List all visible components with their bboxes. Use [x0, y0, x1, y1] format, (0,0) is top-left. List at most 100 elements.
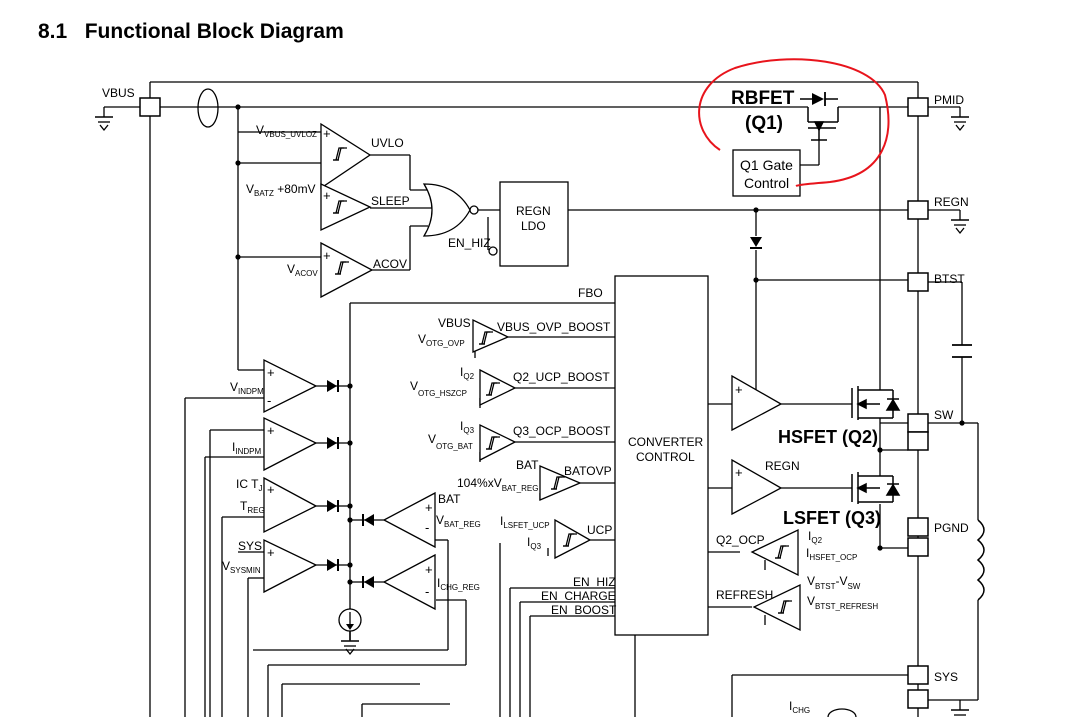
svg-text:VBTST_REFRESH: VBTST_REFRESH — [807, 594, 878, 611]
pmid-pin-box — [907, 97, 929, 117]
diode-ichg-icon — [362, 575, 375, 589]
q1-gate-control-block — [732, 149, 801, 197]
svg-text:EN_HIZ: EN_HIZ — [448, 236, 491, 250]
svg-text:Q2_UCP_BOOST: Q2_UCP_BOOST — [513, 370, 610, 384]
svg-text:+: + — [267, 482, 275, 497]
svg-text:VBUS: VBUS — [438, 316, 471, 330]
svg-text:ICHG_REG: ICHG_REG — [437, 576, 480, 592]
vindpm-amplifier — [263, 358, 318, 414]
svg-text:+: + — [267, 365, 275, 380]
svg-text:VBAT_REG: VBAT_REG — [436, 513, 481, 529]
wiring — [104, 81, 979, 717]
current-source-icon — [338, 608, 362, 655]
block-labels: RBFET (Q1) Q1 Gate Control REGN LDO CONV… — [516, 88, 881, 528]
svg-text:+: + — [735, 382, 743, 397]
btst-capacitor-icon — [952, 344, 972, 358]
svg-text:VOTG_BAT: VOTG_BAT — [428, 432, 473, 451]
converter-label-2: CONTROL — [636, 450, 695, 464]
pin-label-sw: SW — [934, 408, 954, 422]
q3-ocp-comparator — [479, 423, 517, 462]
svg-text:-: - — [425, 520, 429, 535]
diode-vindpm-icon — [326, 379, 339, 393]
pin-label-btst: BTST — [934, 272, 965, 286]
pin-label-pgnd: PGND — [934, 521, 969, 535]
svg-text:BATOVP: BATOVP — [564, 464, 612, 478]
hsfet-mosfet-icon — [851, 386, 901, 420]
svg-text:REFRESH: REFRESH — [716, 588, 773, 602]
svg-text:REGN: REGN — [765, 459, 800, 473]
diode-treg-icon — [326, 499, 339, 513]
inductor-icon — [976, 519, 985, 601]
pin-label-pmid: PMID — [934, 93, 964, 107]
nor-gate — [422, 183, 498, 256]
svg-text:UCP: UCP — [587, 523, 612, 537]
svg-text:104%xVBAT_REG: 104%xVBAT_REG — [457, 476, 538, 493]
svg-text:VSYSMIN: VSYSMIN — [222, 559, 261, 575]
pin-label-regn: REGN — [934, 195, 969, 209]
lsfet-mosfet-icon — [851, 472, 901, 504]
svg-text:ACOV: ACOV — [373, 257, 407, 271]
ucp-comparator — [554, 518, 592, 560]
refresh-comparator — [752, 583, 801, 632]
svg-text:+: + — [323, 248, 331, 263]
svg-text:+: + — [425, 562, 433, 577]
regn-ldo-label-1: REGN — [516, 204, 551, 218]
converter-control-block — [614, 275, 709, 636]
svg-text:UVLO: UVLO — [371, 136, 404, 150]
svg-text:IQ3: IQ3 — [527, 535, 542, 551]
polarity-marks: + + + + - + + + + - + - + + — [267, 126, 743, 599]
pgnd-pin-box-1 — [907, 517, 929, 537]
svg-text:IQ3: IQ3 — [460, 419, 475, 435]
svg-text:+: + — [323, 126, 331, 141]
svg-text:BAT: BAT — [438, 492, 461, 506]
annotation-circle — [698, 58, 890, 187]
svg-text:FBO: FBO — [578, 286, 603, 300]
regn-pin-box — [907, 200, 929, 220]
svg-text:VINDPM: VINDPM — [230, 380, 264, 396]
svg-text:+: + — [267, 545, 275, 560]
svg-text:EN_HIZ: EN_HIZ — [573, 575, 616, 589]
lsfet-label: LSFET (Q3) — [783, 508, 881, 528]
pin-boxes — [139, 97, 929, 709]
treg-amplifier — [263, 476, 318, 534]
svg-text:IC TJ: IC TJ — [236, 477, 262, 493]
regn-ldo-block — [499, 181, 569, 267]
rbfet-mosfet-icon — [800, 98, 839, 141]
amplifiers — [263, 122, 801, 632]
hs-driver — [731, 374, 783, 432]
svg-text:VACOV: VACOV — [287, 262, 318, 278]
iindpm-amplifier — [263, 416, 318, 472]
svg-text:IINDPM: IINDPM — [232, 440, 261, 456]
q2-ucp-comparator — [479, 368, 517, 407]
hsfet-label: HSFET (Q2) — [778, 427, 878, 447]
svg-text:IHSFET_OCP: IHSFET_OCP — [806, 546, 857, 562]
svg-text:IQ2: IQ2 — [460, 365, 475, 381]
acov-comparator — [320, 241, 374, 299]
svg-text:VBTST-VSW: VBTST-VSW — [807, 574, 861, 591]
uvlo-comparator — [320, 122, 372, 190]
svg-text:SYS: SYS — [238, 539, 262, 553]
svg-text:ILSFET_UCP: ILSFET_UCP — [500, 514, 550, 530]
sys-pin-box-2 — [907, 689, 929, 709]
pgnd-pin-box-2 — [907, 537, 929, 557]
svg-text:TREG: TREG — [240, 499, 265, 515]
batovp-comparator — [539, 465, 582, 501]
diode-sysmin-icon — [326, 558, 339, 572]
btst-pin-box — [907, 272, 929, 292]
ichg-reg-amplifier — [382, 553, 436, 611]
svg-text:VBUS_OVP_BOOST: VBUS_OVP_BOOST — [497, 320, 611, 334]
svg-text:EN_BOOST: EN_BOOST — [551, 603, 617, 617]
svg-text:+: + — [267, 423, 275, 438]
svg-text:Q2_OCP: Q2_OCP — [716, 533, 765, 547]
q1-gate-label-1: Q1 Gate — [740, 157, 793, 173]
diode-iindpm-icon — [326, 436, 339, 450]
section-heading: 8.1 Functional Block Diagram — [38, 20, 344, 44]
svg-text:EN_CHARGE: EN_CHARGE — [541, 589, 616, 603]
svg-text:+: + — [323, 188, 331, 203]
section-number: 8.1 — [38, 20, 68, 43]
svg-text:VBATZ +80mV: VBATZ +80mV — [246, 182, 316, 198]
ichg-sense-icon — [827, 708, 857, 717]
sys-pin-box-1 — [907, 665, 929, 685]
ls-driver — [731, 458, 783, 516]
